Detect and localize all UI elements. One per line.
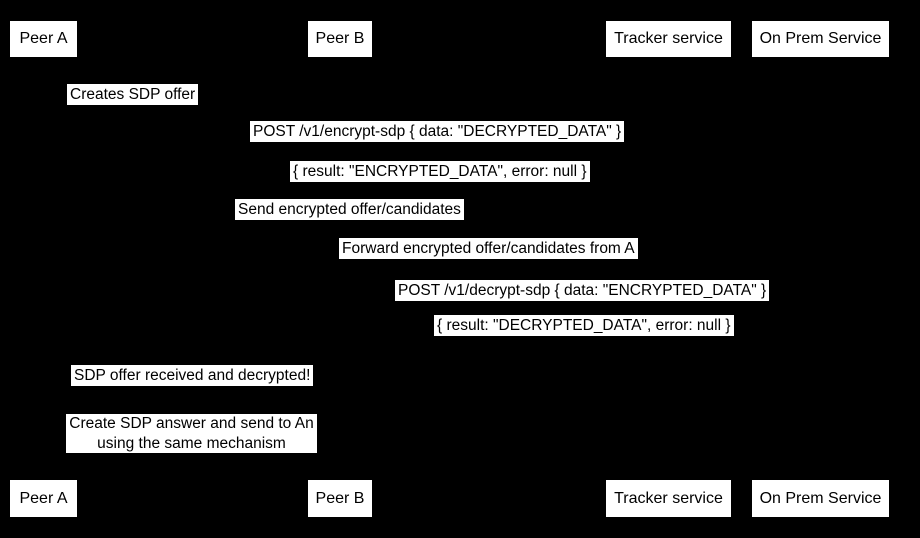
note-line-1: Create SDP answer and send to An (69, 415, 314, 432)
message-post-encrypt-sdp: POST /v1/encrypt-sdp { data: "DECRYPTED_… (250, 121, 625, 142)
actor-peer-b-top: Peer B (308, 21, 372, 57)
actor-on-prem-service-bottom: On Prem Service (752, 480, 889, 517)
actor-tracker-service-top: Tracker service (606, 21, 731, 57)
message-decrypt-result: { result: "DECRYPTED_DATA", error: null … (434, 315, 734, 336)
message-encrypt-result: { result: "ENCRYPTED_DATA", error: null … (290, 161, 590, 182)
actor-tracker-service-bottom: Tracker service (606, 480, 731, 517)
note-create-sdp-answer: Create SDP answer and send to An using t… (66, 414, 317, 453)
actor-on-prem-service-top: On Prem Service (752, 21, 889, 57)
message-creates-sdp-offer: Creates SDP offer (67, 84, 199, 105)
actor-peer-a-top: Peer A (10, 21, 77, 57)
actor-peer-b-bottom: Peer B (308, 480, 372, 517)
message-forward-encrypted-offer: Forward encrypted offer/candidates from … (339, 238, 638, 259)
note-line-2: using the same mechanism (97, 434, 286, 452)
message-sdp-offer-received: SDP offer received and decrypted! (71, 365, 314, 386)
message-post-decrypt-sdp: POST /v1/decrypt-sdp { data: "ENCRYPTED_… (395, 280, 770, 301)
actor-peer-a-bottom: Peer A (10, 480, 77, 517)
message-send-encrypted-offer: Send encrypted offer/candidates (235, 199, 464, 220)
